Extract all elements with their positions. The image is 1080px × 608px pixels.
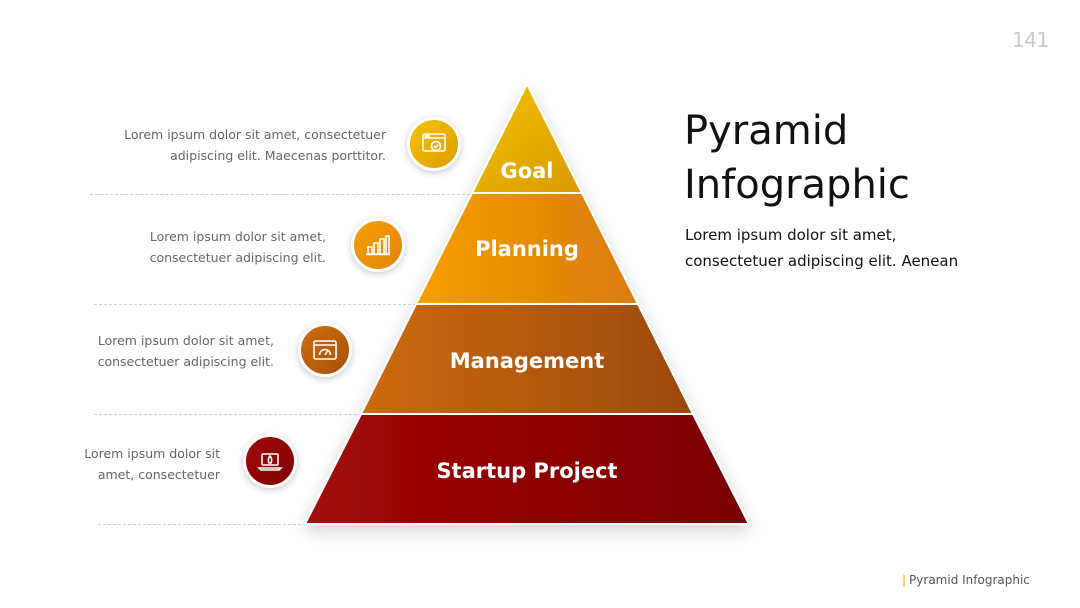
layer-startup-label: Startup Project	[436, 459, 617, 483]
layer-startup-shape	[303, 413, 751, 525]
layer-goal-desc-line2: adipiscing elit. Maecenas porttitor.	[170, 148, 386, 163]
divider-3	[94, 414, 362, 415]
page-title-line1: Pyramid	[684, 108, 849, 154]
layer-startup-description: Lorem ipsum dolor sit amet, consectetuer	[60, 443, 220, 485]
page-title-line2: Infographic	[684, 162, 910, 208]
bar-chart-icon	[351, 218, 405, 272]
page-title: Pyramid Infographic	[684, 104, 984, 212]
browser-gauge-icon	[298, 323, 352, 377]
page-subtitle: Lorem ipsum dolor sit amet, consectetuer…	[685, 226, 959, 270]
layer-management-description: Lorem ipsum dolor sit amet, consectetuer…	[60, 330, 274, 372]
footer-accent-bar: |	[902, 573, 907, 587]
layer-startup-desc-line2: amet, consectetuer	[97, 467, 220, 482]
layer-management-label: Management	[450, 349, 605, 373]
layer-planning-description: Lorem ipsum dolor sit amet, consectetuer…	[90, 226, 326, 268]
layer-goal-desc-line1: Lorem ipsum dolor sit amet, consectetuer	[124, 127, 386, 142]
page-number: 141	[1012, 28, 1049, 52]
divider-4	[98, 524, 306, 525]
layer-planning-label: Planning	[475, 237, 579, 261]
layer-goal-label: Goal	[500, 159, 553, 183]
laptop-rocket-icon	[243, 434, 297, 488]
layer-planning-desc-line2: consectetuer adipiscing elit.	[149, 250, 326, 265]
footer: |Pyramid Infographic	[902, 573, 1030, 587]
divider-2	[94, 304, 416, 305]
layer-management-desc-line2: consectetuer adipiscing elit.	[97, 354, 274, 369]
web-check-icon	[407, 117, 461, 171]
layer-startup-desc-line1: Lorem ipsum dolor sit	[84, 446, 220, 461]
footer-label: Pyramid Infographic	[909, 573, 1030, 587]
layer-goal-description: Lorem ipsum dolor sit amet, consectetuer…	[90, 124, 386, 166]
divider-1	[90, 194, 470, 195]
layer-planning-desc-line1: Lorem ipsum dolor sit amet,	[149, 229, 326, 244]
layer-management-desc-line1: Lorem ipsum dolor sit amet,	[97, 333, 274, 348]
